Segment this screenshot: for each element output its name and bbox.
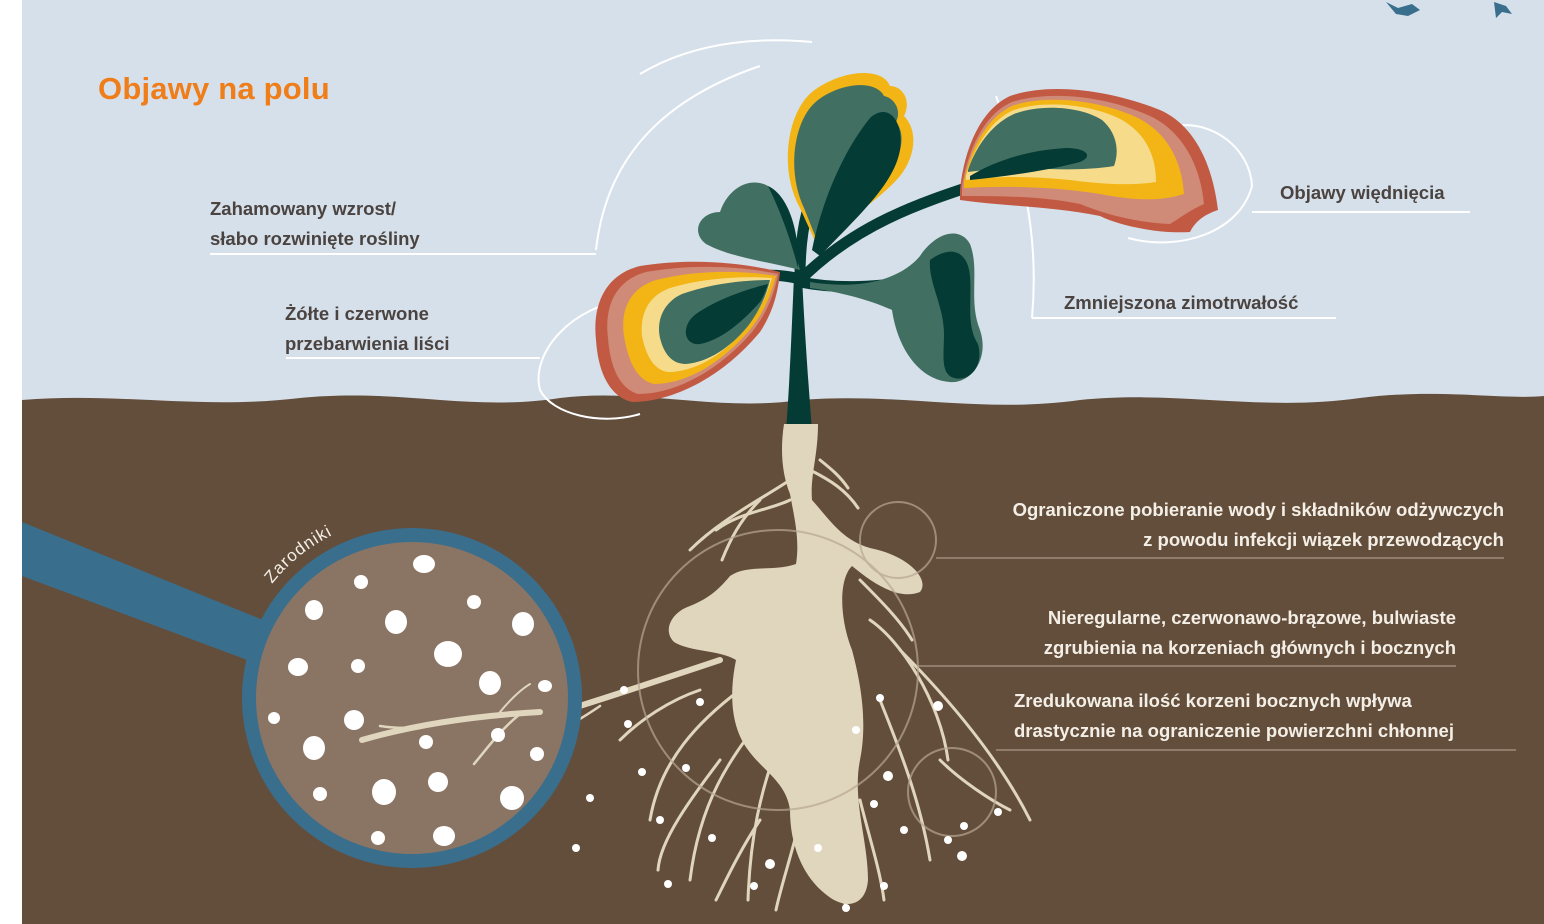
label-line: Żółte i czerwone [285, 299, 450, 329]
label-root-galls: Nieregularne, czerwonawo-brązowe, bulwia… [1044, 603, 1456, 663]
page-title: Objawy na polu [98, 71, 330, 107]
label-leaf-discoloration: Żółte i czerwone przebarwienia liści [285, 299, 450, 359]
label-stunted-growth: Zahamowany wzrost/ słabo rozwinięte rośl… [210, 194, 420, 254]
label-line: Zredukowana ilość korzeni bocznych wpływ… [1014, 686, 1454, 716]
label-line: przebarwienia liści [285, 329, 450, 359]
label-line: drastycznie na ograniczenie powierzchni … [1014, 716, 1454, 746]
label-line: Nieregularne, czerwonawo-brązowe, bulwia… [1044, 603, 1456, 633]
label-winter-hardiness: Zmniejszona zimotrwałość [1064, 288, 1298, 318]
label-line: Zahamowany wzrost/ [210, 194, 420, 224]
label-line: Ograniczone pobieranie wody i składników… [1013, 495, 1504, 525]
label-wilting: Objawy więdnięcia [1280, 178, 1445, 208]
label-lateral-roots: Zredukowana ilość korzeni bocznych wpływ… [1014, 686, 1454, 746]
label-reduced-uptake: Ograniczone pobieranie wody i składników… [1013, 495, 1504, 555]
label-line: słabo rozwinięte rośliny [210, 224, 420, 254]
label-line: z powodu infekcji wiązek przewodzących [1013, 525, 1504, 555]
label-line: zgrubienia na korzeniach głównych i bocz… [1044, 633, 1456, 663]
